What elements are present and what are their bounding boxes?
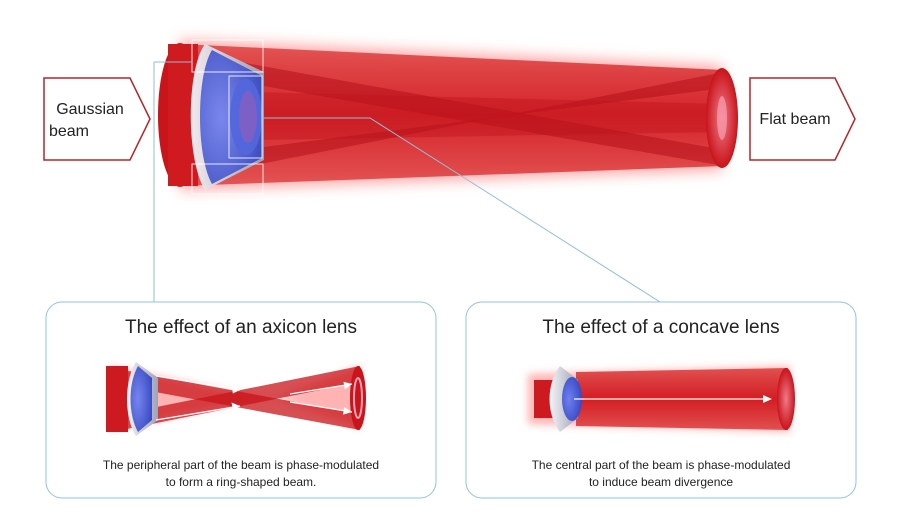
beam-cross-ray-lower bbox=[240, 72, 724, 168]
axicon-end-cap bbox=[350, 366, 366, 430]
axicon-input-cylinder bbox=[106, 366, 128, 432]
beam-end-cap-core bbox=[717, 96, 727, 140]
output-arrow-shape bbox=[749, 77, 856, 161]
output-label: Flat beam bbox=[759, 111, 830, 128]
panel-axicon-caption-line2: to form a ring-shaped beam. bbox=[166, 475, 317, 489]
axicon-arrow-3-head bbox=[343, 381, 352, 390]
input-label-line2: beam bbox=[49, 123, 89, 140]
axicon-ray-up bbox=[112, 366, 360, 432]
input-arrow: Gaussian beam bbox=[43, 77, 151, 161]
concave-lens-blue-small bbox=[562, 377, 582, 421]
connector-concave bbox=[262, 117, 661, 303]
panel-concave: The effect of a concave lens The central… bbox=[465, 301, 857, 499]
connectors bbox=[153, 61, 661, 303]
input-arrow-shape bbox=[43, 77, 151, 161]
concave-lens-inner bbox=[239, 91, 257, 143]
highlight-box-bottom bbox=[191, 163, 264, 195]
output-arrow: Flat beam bbox=[749, 77, 856, 161]
highlight-box-top bbox=[191, 39, 264, 73]
panel-concave-caption-line1: The central part of the beam is phase-mo… bbox=[532, 458, 791, 472]
panel-concave-title: The effect of a concave lens bbox=[542, 317, 779, 338]
panel-axicon-title: The effect of an axicon lens bbox=[125, 317, 357, 338]
panel-axicon-caption-line1: The peripheral part of the beam is phase… bbox=[103, 458, 379, 472]
axicon-arrow-1 bbox=[155, 375, 241, 391]
axicon-arrow-3 bbox=[289, 383, 353, 395]
lens-assembly bbox=[190, 39, 264, 195]
input-label-line1: Gaussian bbox=[56, 101, 124, 118]
axicon-arrow-2-head bbox=[231, 402, 240, 411]
axicon-arrow-4 bbox=[289, 401, 353, 413]
concave-end-cap bbox=[777, 368, 795, 430]
axicon-lens-blue-small bbox=[130, 366, 152, 432]
beam-cross-ray-upper bbox=[240, 62, 724, 166]
axicon-end-ring bbox=[353, 377, 363, 419]
concave-illustration bbox=[528, 366, 795, 432]
concave-arrow-head bbox=[763, 395, 772, 403]
panel-axicon: The effect of an axicon lens bbox=[45, 301, 437, 499]
axicon-illustration bbox=[106, 362, 366, 436]
axicon-arrow-1-head bbox=[232, 385, 240, 394]
highlight-box-middle bbox=[228, 75, 263, 159]
beam-center-ray bbox=[255, 92, 724, 140]
axicon-arrow-4-head bbox=[343, 407, 352, 415]
axicon-arrow-2 bbox=[155, 405, 241, 421]
panel-concave-caption-line2: to induce beam divergence bbox=[589, 475, 733, 489]
